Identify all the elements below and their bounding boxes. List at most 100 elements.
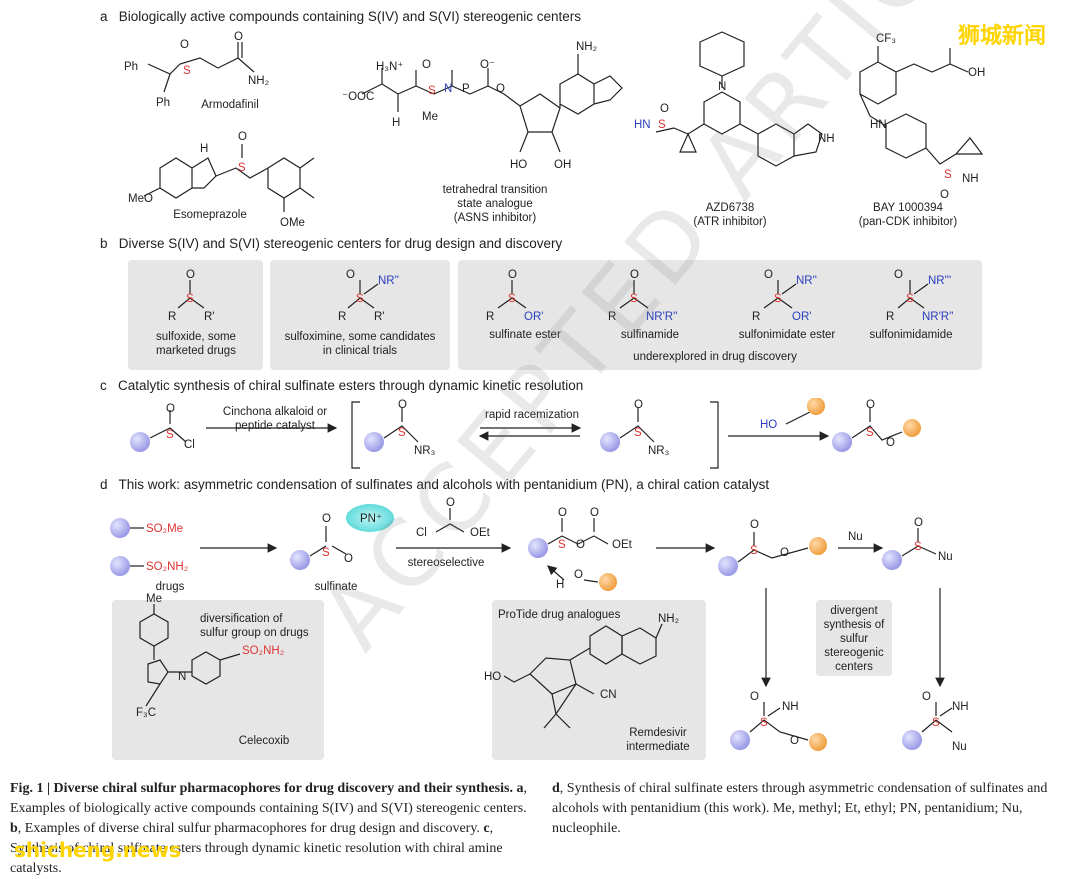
svg-text:Cl: Cl bbox=[416, 527, 427, 539]
svg-text:O: O bbox=[558, 507, 567, 519]
compound-name-bay1000394: BAY 1000394 (pan-CDK inhibitor) bbox=[848, 201, 968, 229]
svg-text:NR₃: NR₃ bbox=[414, 445, 436, 457]
svg-text:S: S bbox=[558, 539, 566, 551]
svg-text:OR': OR' bbox=[524, 311, 543, 322]
svg-text:R: R bbox=[486, 311, 494, 322]
svg-text:PN⁺: PN⁺ bbox=[360, 513, 382, 525]
panel-b-title: Diverse S(IV) and S(VI) stereogenic cent… bbox=[118, 236, 563, 251]
sulfinate-label: sulfinate bbox=[314, 581, 358, 593]
panel-a-title: Biologically active compounds containing… bbox=[118, 9, 582, 24]
azd6738-note: (ATR inhibitor) bbox=[693, 216, 767, 228]
svg-text:O: O bbox=[750, 691, 759, 703]
svg-text:O: O bbox=[630, 269, 639, 281]
remdesivir-label: Remdesivir intermediate bbox=[626, 727, 690, 753]
svg-text:S: S bbox=[398, 427, 406, 439]
svg-text:NR'': NR'' bbox=[378, 275, 399, 287]
svg-text:O: O bbox=[398, 399, 407, 411]
svg-text:Ph: Ph bbox=[156, 97, 170, 109]
svg-text:O: O bbox=[660, 103, 669, 115]
svg-text:NR₃: NR₃ bbox=[648, 445, 670, 457]
svg-text:HN: HN bbox=[870, 119, 887, 131]
svg-text:S: S bbox=[183, 65, 191, 77]
svg-text:Me: Me bbox=[422, 111, 438, 123]
svg-text:O: O bbox=[344, 553, 353, 565]
underexplored-note: underexplored in drug discovery bbox=[633, 351, 797, 363]
caption-d: Synthesis of chiral sulfinate esters thr… bbox=[552, 781, 1048, 836]
svg-text:S: S bbox=[238, 162, 246, 174]
svg-text:NR'R'': NR'R'' bbox=[922, 311, 954, 322]
svg-text:O: O bbox=[940, 189, 949, 201]
svg-text:O: O bbox=[590, 507, 599, 519]
panel-b-letter: b bbox=[100, 236, 108, 251]
svg-text:OMe: OMe bbox=[280, 217, 305, 229]
panel-a-header: a Biologically active compounds containi… bbox=[100, 9, 581, 24]
watermark-logo-top: 狮城新闻 bbox=[958, 24, 1047, 49]
panel-c-title: Catalytic synthesis of chiral sulfinate … bbox=[118, 378, 584, 393]
svg-text:NH: NH bbox=[782, 701, 799, 713]
svg-text:O: O bbox=[180, 39, 189, 51]
protide-label: ProTide drug analogues bbox=[498, 609, 621, 621]
panel-d-title: This work: asymmetric condensation of su… bbox=[118, 477, 770, 492]
svg-text:O: O bbox=[894, 269, 903, 281]
bay-name: BAY 1000394 bbox=[873, 202, 943, 214]
panel-d-letter: d bbox=[100, 477, 108, 492]
svg-text:O: O bbox=[346, 269, 355, 281]
svg-text:R: R bbox=[168, 311, 176, 322]
svg-text:OR': OR' bbox=[792, 311, 811, 322]
caption-left: Fig. 1 | Diverse chiral sulfur pharmacop… bbox=[10, 781, 527, 876]
svg-text:R: R bbox=[338, 311, 346, 322]
svg-text:H₃N⁺: H₃N⁺ bbox=[376, 61, 403, 73]
svg-text:CF₃: CF₃ bbox=[876, 33, 896, 45]
svg-text:O: O bbox=[446, 497, 455, 509]
svg-text:Nu: Nu bbox=[952, 741, 967, 753]
svg-text:O: O bbox=[238, 131, 247, 143]
svg-text:R: R bbox=[608, 311, 616, 322]
svg-text:O: O bbox=[914, 517, 923, 529]
svg-text:P: P bbox=[462, 83, 470, 95]
racemization-label: rapid racemization bbox=[485, 409, 579, 421]
svg-text:S: S bbox=[932, 717, 940, 729]
svg-text:Cl: Cl bbox=[184, 439, 195, 451]
svg-text:O: O bbox=[574, 569, 583, 581]
svg-text:N: N bbox=[718, 81, 726, 93]
svg-text:SO₂NH₂: SO₂NH₂ bbox=[146, 561, 188, 573]
svg-text:O⁻: O⁻ bbox=[480, 59, 495, 71]
compound-name-asns: tetrahedral transition state analogue (A… bbox=[442, 184, 548, 224]
svg-text:CN: CN bbox=[600, 689, 617, 701]
drugs-label: drugs bbox=[155, 581, 185, 593]
svg-text:MeO: MeO bbox=[128, 193, 153, 205]
sulfoximine-box bbox=[270, 260, 450, 370]
svg-text:H: H bbox=[392, 117, 400, 129]
diversification-label: diversification of sulfur group on drugs bbox=[200, 613, 309, 639]
sulfonimidamide-label: sulfonimidamide bbox=[869, 329, 953, 341]
svg-text:H: H bbox=[556, 579, 564, 591]
svg-text:SO₂NH₂: SO₂NH₂ bbox=[242, 645, 284, 657]
divergent-label: divergent synthesis of sulfur stereogeni… bbox=[823, 605, 885, 673]
svg-text:S: S bbox=[944, 169, 952, 181]
svg-text:Ph: Ph bbox=[124, 61, 138, 73]
svg-text:R: R bbox=[752, 311, 760, 322]
svg-text:O: O bbox=[750, 519, 759, 531]
svg-text:OH: OH bbox=[968, 67, 985, 79]
svg-text:O: O bbox=[790, 735, 799, 747]
svg-text:S: S bbox=[634, 427, 642, 439]
compound-name-armodafinil: Armodafinil bbox=[201, 99, 259, 111]
panel-c-header: c Catalytic synthesis of chiral sulfinat… bbox=[100, 378, 583, 393]
underexplored-box bbox=[458, 260, 982, 370]
azd6738-name: AZD6738 bbox=[705, 202, 755, 214]
svg-text:O: O bbox=[780, 547, 789, 559]
svg-text:NH₂: NH₂ bbox=[248, 75, 269, 87]
svg-text:R': R' bbox=[374, 311, 385, 322]
svg-text:NH: NH bbox=[952, 701, 969, 713]
svg-text:O: O bbox=[166, 403, 175, 415]
svg-text:F₃C: F₃C bbox=[136, 707, 156, 719]
svg-text:S: S bbox=[866, 427, 874, 439]
svg-text:S: S bbox=[186, 293, 194, 305]
svg-text:O: O bbox=[234, 31, 243, 43]
svg-text:OEt: OEt bbox=[612, 539, 633, 551]
sulfinate-ester-label: sulfinate ester bbox=[489, 329, 561, 341]
svg-text:O: O bbox=[496, 83, 505, 95]
caption-right: d, Synthesis of chiral sulfinate esters … bbox=[552, 781, 1048, 836]
